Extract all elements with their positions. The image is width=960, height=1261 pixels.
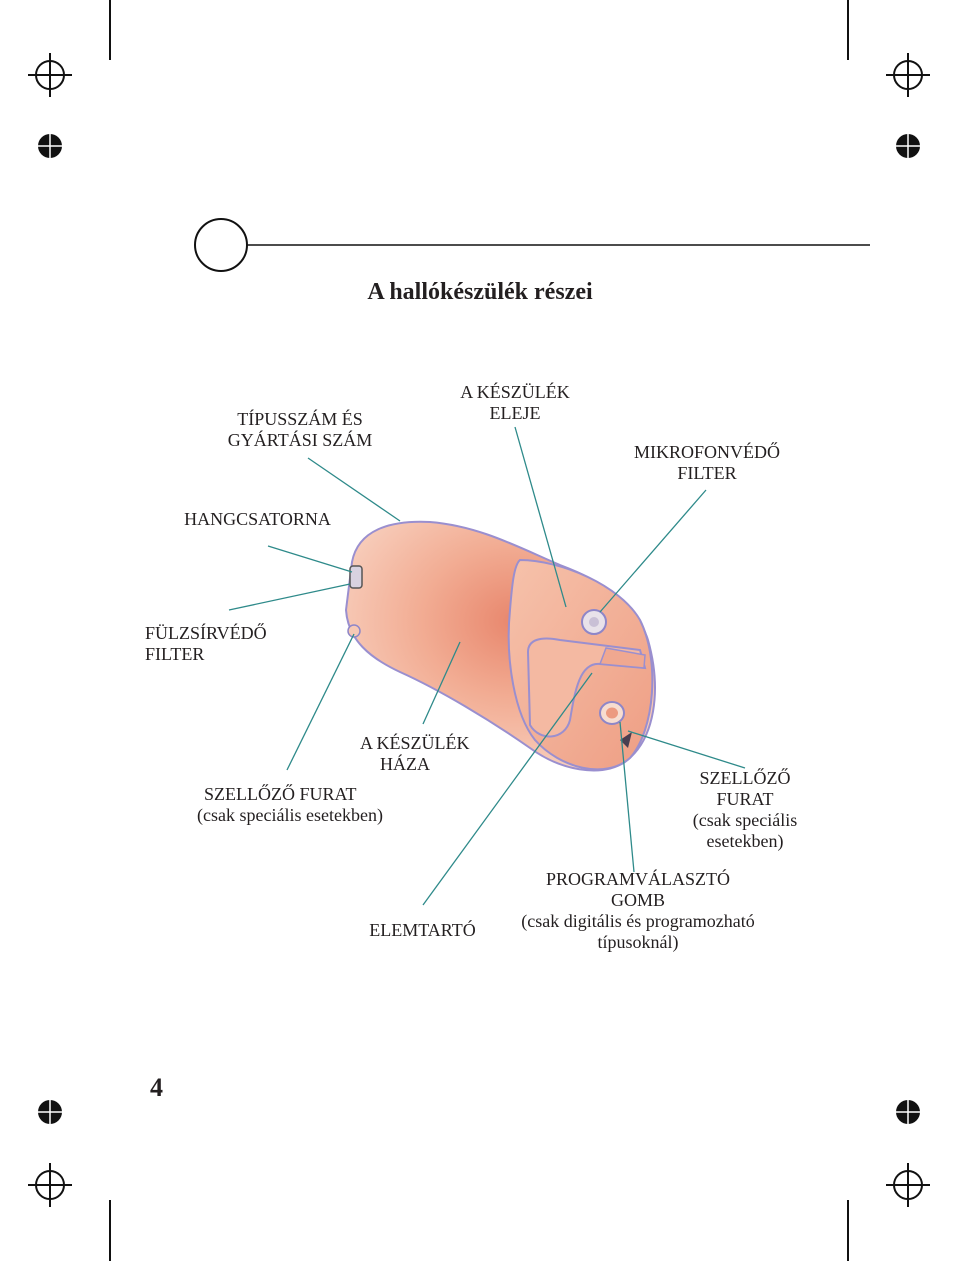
leader-line-haza — [422, 641, 461, 725]
label-line: ELEMTARTÓ — [369, 920, 476, 940]
label-line: (csak speciális — [692, 810, 798, 830]
battery-door-tab — [598, 647, 646, 669]
registration-crosshair-tl — [28, 53, 72, 97]
label-szellozo-right: SZELLŐZŐ FURAT (csak speciális esetekben… — [670, 768, 820, 852]
label-line: FILTER — [677, 463, 737, 483]
label-tipusszam: TÍPUSSZÁM ÉS GYÁRTÁSI SZÁM — [200, 409, 400, 451]
label-line: típusoknál) — [597, 932, 679, 952]
label-line: SZELLŐZŐ FURAT — [204, 784, 357, 804]
leader-line-program — [619, 721, 635, 873]
page-title: A hallókészülék részei — [367, 279, 593, 305]
leader-line-eleje — [514, 426, 567, 608]
label-line: FILTER — [145, 644, 205, 664]
registration-crosshair-bl — [28, 1163, 72, 1207]
label-line: HANGCSATORNA — [184, 509, 331, 529]
label-haza: A KÉSZÜLÉK HÁZA — [360, 733, 520, 775]
leader-line-tipusszam — [307, 457, 401, 522]
microphone-filter — [589, 617, 599, 627]
label-line: A KÉSZÜLÉK — [360, 733, 470, 753]
vent-hole-right — [620, 732, 632, 748]
program-button-center — [606, 707, 618, 719]
page-number: 4 — [150, 1073, 163, 1102]
leader-line-szellozo-right — [627, 730, 746, 769]
label-program: PROGRAMVÁLASZTÓ GOMB (csak digitális és … — [500, 869, 776, 953]
label-line: TÍPUSSZÁM ÉS — [237, 409, 363, 429]
label-line: (csak digitális és programozható — [521, 911, 755, 931]
leader-line-hangcsatorna — [267, 545, 353, 573]
vent-hole-left — [347, 624, 361, 638]
label-fulzsir: FÜLZSÍRVÉDŐ FILTER — [145, 623, 305, 665]
label-elemtarto: ELEMTARTÓ — [355, 920, 490, 941]
label-line: ELEJE — [489, 403, 541, 423]
label-line: A KÉSZÜLÉK — [460, 382, 570, 402]
registration-dot-br — [894, 1098, 922, 1126]
label-hangcsatorna: HANGCSATORNA — [170, 509, 345, 530]
label-line: GOMB — [610, 890, 665, 910]
label-line: FURAT — [716, 789, 774, 809]
label-line: SZELLŐZŐ — [699, 768, 791, 788]
label-line: GYÁRTÁSI SZÁM — [227, 430, 373, 450]
label-eleje: A KÉSZÜLÉK ELEJE — [420, 382, 610, 424]
registration-crosshair-br — [886, 1163, 930, 1207]
label-line: FÜLZSÍRVÉDŐ — [145, 623, 267, 643]
label-line: MIKROFONVÉDŐ — [633, 442, 780, 462]
registration-dot-bl — [36, 1098, 64, 1126]
wax-filter — [349, 565, 363, 589]
registration-dot-tr — [894, 132, 922, 160]
leader-line-fulzsir — [228, 583, 351, 611]
label-line: (csak speciális esetekben) — [197, 805, 383, 825]
label-line: PROGRAMVÁLASZTÓ — [545, 869, 731, 889]
registration-dot-tl — [36, 132, 64, 160]
label-mikrofon: MIKROFONVÉDŐ FILTER — [607, 442, 807, 484]
leader-line-szellozo-left — [286, 633, 355, 771]
registration-crosshair-tr — [886, 53, 930, 97]
leader-line-mikrofon — [599, 489, 707, 613]
label-szellozo-left: SZELLŐZŐ FURAT (csak speciális esetekben… — [180, 784, 400, 826]
leader-line-elemtarto — [422, 672, 593, 906]
label-line: esetekben) — [706, 831, 784, 851]
label-line: HÁZA — [380, 754, 430, 774]
